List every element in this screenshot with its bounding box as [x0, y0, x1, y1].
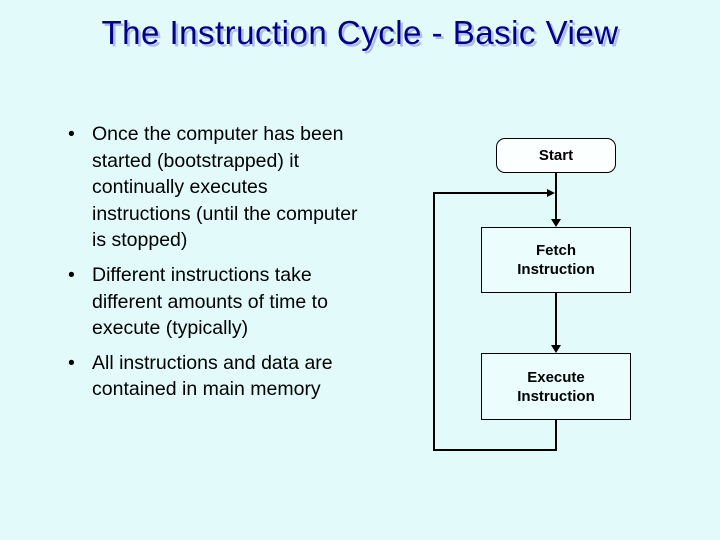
bullet-marker: •: [68, 123, 75, 145]
bullet-list: • Once the computer has been started (bo…: [62, 121, 404, 411]
arrowhead-into-fetch: [551, 219, 561, 227]
loop-line-left: [433, 192, 435, 451]
connector-fetch-to-execute: [555, 293, 557, 345]
bullet-item: • Once the computer has been started (bo…: [62, 121, 404, 254]
arrowhead-into-execute: [551, 345, 561, 353]
bullet-item: • All instructions and data are containe…: [62, 350, 404, 403]
arrowhead-loop-junction: [547, 189, 555, 197]
flowchart-node-start: Start: [496, 138, 616, 173]
loop-line-down-from-execute: [555, 420, 557, 451]
connector-start-to-fetch: [555, 173, 557, 219]
bullet-text: Once the computer has been started (boot…: [92, 123, 358, 252]
bullet-text: All instructions and data are contained …: [92, 351, 333, 401]
loop-line-bottom: [433, 449, 557, 451]
slide-title: The Instruction Cycle - Basic View: [101, 14, 619, 51]
flowchart-node-fetch-instruction: Fetch Instruction: [481, 227, 631, 293]
bullet-marker: •: [68, 351, 75, 374]
bullet-item: • Different instructions take different …: [62, 262, 404, 342]
loop-line-top: [433, 192, 547, 194]
bullet-text: Different instructions take different am…: [92, 263, 328, 340]
bullet-marker: •: [68, 263, 75, 286]
flowchart-node-execute-instruction: Execute Instruction: [481, 353, 631, 420]
